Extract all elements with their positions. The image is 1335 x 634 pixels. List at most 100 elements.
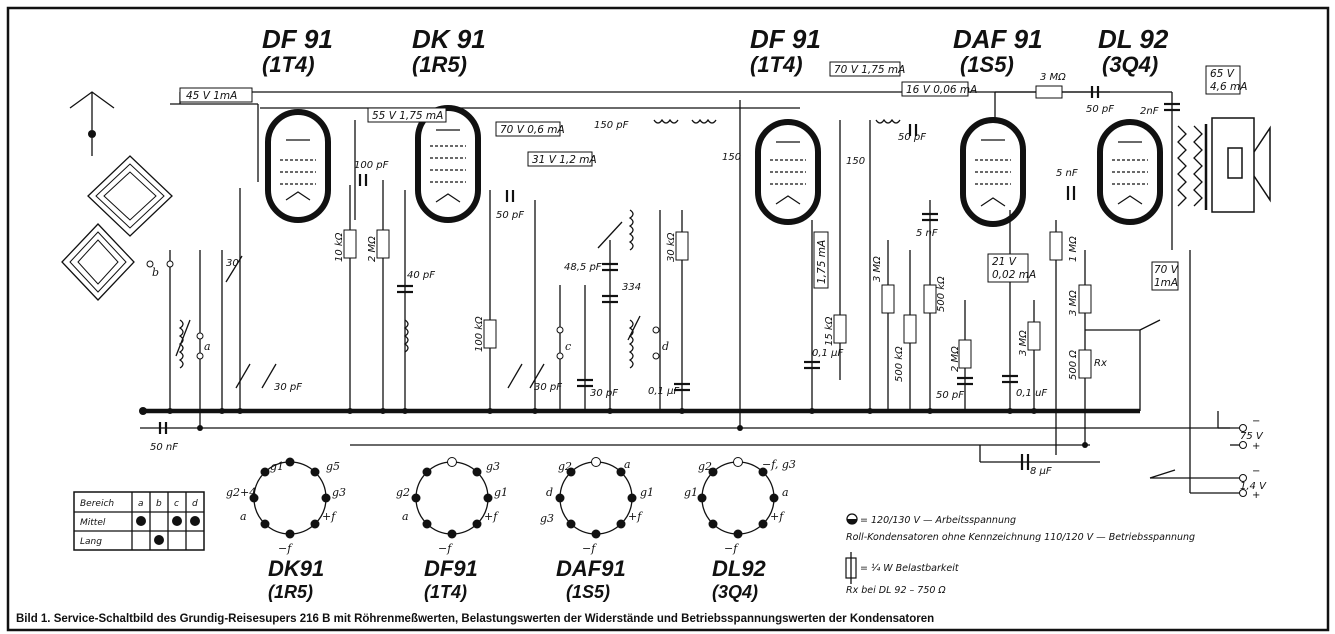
range-table [73, 491, 205, 551]
base-df91-sub: (1T4) [424, 582, 467, 602]
vlabel-175: 1,75 mA [816, 240, 828, 284]
vlabel-45: 45 V 1mA [186, 90, 237, 102]
range-row-mittel: Mittel [80, 518, 106, 528]
term-75-minus: − [1252, 416, 1260, 427]
df91-pin-g3: g3 [486, 460, 500, 473]
dk91-pin-g1: g1 [270, 460, 284, 473]
label-c50nf: 50 nF [150, 442, 178, 453]
vbox-65 [1205, 65, 1241, 95]
label-c2n: 2nF [1140, 106, 1159, 117]
base-dk91-sub: (1R5) [268, 582, 313, 602]
tube-2-envelope [415, 105, 481, 223]
term-14-plus: + [1252, 490, 1260, 501]
base-dl92 [697, 457, 779, 539]
tube-2-sub: (1R5) [412, 52, 467, 77]
label-c485: 48,5 pF [564, 262, 602, 273]
df91-pin-g2: g2 [396, 486, 410, 499]
resistors [343, 85, 1092, 379]
legend-line-3: = ¼ W Belastbarkeit [860, 563, 960, 574]
range-header-0: Bereich [80, 499, 114, 509]
label-rx: Rx [1094, 358, 1107, 369]
term-14-label: 1,4 V [1240, 481, 1267, 492]
vlabel-31: 31 V 1,2 mA [532, 154, 597, 166]
switch-letter-c: c [565, 340, 571, 353]
tube-5-name: DL 92 [1098, 24, 1169, 54]
label-c30e: 30 pF [274, 382, 302, 393]
label-c30g: 30 pF [590, 388, 618, 399]
tube-3-envelope [755, 119, 821, 225]
tube-3-name: DF 91 [750, 24, 821, 54]
label-c50c: 50 pF [1086, 104, 1114, 115]
tube-2-name: DK 91 [412, 24, 486, 54]
label-c150b: 150 [722, 152, 741, 163]
base-daf91-name: DAF91 [556, 556, 626, 581]
vbox-21 [987, 253, 1029, 283]
vbox-70b [829, 61, 901, 77]
df91-pin-f: +f [484, 510, 499, 523]
base-daf91 [555, 457, 637, 539]
df91-pin-mf: −f [438, 542, 453, 555]
loudspeaker-icon [1177, 117, 1271, 213]
daf91-pin-g2: g2 [558, 460, 572, 473]
label-c50d: 50 pF [936, 390, 964, 401]
label-c01a: 0,1 µF [812, 348, 843, 359]
dk91-pin-mf: −f [278, 542, 293, 555]
dl92-pin-f: +f [770, 510, 785, 523]
label-c5nf2: 5 nF [916, 228, 938, 239]
vlabel-55: 55 V 1,75 mA [372, 110, 443, 122]
vlabel-70c: 70 V [1154, 264, 1179, 276]
vlabel-21b: 0,02 mA [992, 269, 1036, 281]
label-r10k: 10 kΩ [334, 232, 345, 262]
legend-line-2: Roll-Kondensatoren ohne Kennzeichnung 11… [846, 532, 1195, 543]
vlabel-65: 65 V [1210, 68, 1235, 80]
term-14-minus: − [1252, 466, 1260, 477]
daf91-pin-d: d [546, 486, 553, 499]
tube-1-name: DF 91 [262, 24, 333, 54]
tube-1-envelope [265, 109, 331, 223]
label-r3mb: 3 MΩ [1018, 330, 1029, 356]
label-r3m-top: 3 MΩ [1040, 72, 1066, 83]
range-header-1: a [138, 499, 144, 509]
dk91-pin-a: a [240, 510, 247, 523]
dl92-pin-fg3: −f, g3 [762, 458, 796, 471]
dk91-pin-g24: g2+4 [226, 486, 256, 499]
range-header-4: d [192, 499, 198, 509]
vlabel-16: 16 V 0,06 mA [906, 84, 977, 96]
label-c150a: 150 pF [594, 120, 629, 131]
dl92-pin-g1: g1 [684, 486, 698, 499]
daf91-pin-f: +f [628, 510, 643, 523]
base-dk91-name: DK91 [268, 556, 324, 581]
base-dl92-name: DL92 [712, 556, 767, 581]
label-c50b: 50 pF [898, 132, 926, 143]
label-r100k: 100 kΩ [474, 316, 485, 352]
daf91-pin-mf: −f [582, 542, 597, 555]
vbox-16 [901, 81, 969, 97]
legend-line-4: Rx bei DL 92 – 750 Ω [846, 585, 946, 596]
tube-4-envelope [960, 117, 1026, 227]
vbox-55 [367, 107, 447, 123]
label-r30k: 30 kΩ [666, 232, 677, 262]
label-c150c: 150 [846, 156, 865, 167]
label-r1m: 1 MΩ [1068, 236, 1079, 262]
dk91-pin-g5: g5 [326, 460, 340, 473]
label-c40: 40 pF [407, 270, 435, 281]
label-c30a: 30 [226, 258, 239, 269]
df91-pin-a: a [402, 510, 409, 523]
dl92-pin-mf: −f [724, 542, 739, 555]
tube-4-sub: (1S5) [960, 52, 1014, 77]
range-header-2: b [156, 499, 162, 509]
label-r3mc: 3 MΩ [1068, 290, 1079, 316]
label-c30f: 30 pF [534, 382, 562, 393]
legend-symbols [845, 513, 858, 584]
label-c50a: 50 pF [496, 210, 524, 221]
vlabel-70b: 70 V 1,75 mA [834, 64, 905, 76]
tube-1-sub: (1T4) [262, 52, 315, 77]
label-c100: 100 pF [354, 160, 389, 171]
daf91-pin-a: a [624, 458, 631, 471]
tube-5-sub: (3Q4) [1102, 52, 1158, 77]
base-dl92-sub: (3Q4) [712, 582, 758, 602]
supply-terminals [1239, 424, 1247, 497]
tube-5-envelope [1097, 119, 1163, 225]
label-r2m: 2 MΩ [367, 236, 378, 262]
